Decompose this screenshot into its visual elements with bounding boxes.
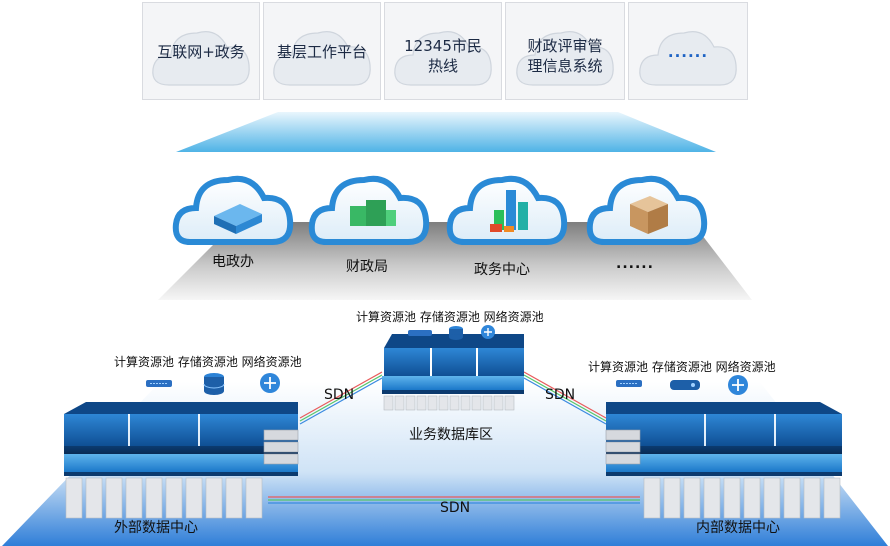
service-label: ...... <box>667 43 709 61</box>
department-cloud-4 <box>586 175 708 245</box>
service-label-line2: 热线 <box>427 57 458 75</box>
department-label-4: ...... <box>616 256 654 272</box>
department-label-2: 财政局 <box>346 259 388 275</box>
department-cloud-3 <box>446 175 568 245</box>
service-label: 基层工作平台 <box>276 43 367 61</box>
service-label: 互联网+政务 <box>157 43 245 61</box>
department-cloud-2 <box>308 175 430 245</box>
department-label-1: 电政办 <box>212 254 254 270</box>
center-storage-pool-icon <box>449 326 463 340</box>
service-tile-grassroots[interactable]: 基层工作平台 <box>263 2 381 100</box>
right-resource-pools-label: 计算资源池 存储资源池 网络资源池 <box>588 360 776 374</box>
right-datacenter-label: 内部数据中心 <box>696 520 780 536</box>
sdn-link-right <box>523 371 607 425</box>
cloud-icon <box>639 31 737 86</box>
left-compute-pool-icon <box>146 380 172 387</box>
right-compute-pool-icon <box>616 380 642 387</box>
service-label-line1: 12345市民 <box>404 37 482 55</box>
sdn-label-left: SDN <box>324 387 355 403</box>
department-cloud-1 <box>172 175 294 245</box>
left-network-pool-icon <box>260 373 280 393</box>
sdn-label-right: SDN <box>545 387 576 403</box>
center-compute-pool-icon <box>408 330 432 336</box>
box-building-icon <box>630 196 668 234</box>
left-datacenter-block <box>64 402 299 519</box>
office-building-icon <box>214 204 262 234</box>
service-label-line2: 理信息系统 <box>527 57 603 75</box>
sdn-link-left <box>299 371 383 425</box>
left-storage-pool-icon <box>203 373 225 395</box>
center-network-pool-icon <box>481 325 495 339</box>
sdn-label-bottom: SDN <box>440 500 471 516</box>
department-label-3: 政务中心 <box>474 262 530 278</box>
cloud-icon <box>273 31 371 86</box>
service-connector-band <box>176 112 716 152</box>
service-tile-finance-review[interactable]: 财政评审管 理信息系统 <box>505 2 625 100</box>
cloud-icon <box>516 31 614 86</box>
center-datacenter-label: 业务数据库区 <box>409 427 493 443</box>
left-resource-pools-label: 计算资源池 存储资源池 网络资源池 <box>114 355 302 369</box>
right-network-pool-icon <box>728 375 748 395</box>
cloud-icon <box>394 31 492 86</box>
right-datacenter-block <box>605 402 842 519</box>
center-datacenter-block <box>382 334 524 411</box>
bar-chart-icon <box>490 190 528 232</box>
sdn-link-bottom <box>268 496 640 504</box>
service-tile-hotline[interactable]: 12345市民 热线 <box>384 2 502 100</box>
left-datacenter-label: 外部数据中心 <box>114 520 198 536</box>
service-tile-more[interactable]: ...... <box>628 2 748 100</box>
center-resource-pools-label: 计算资源池 存储资源池 网络资源池 <box>356 310 544 324</box>
green-building-icon <box>350 200 396 226</box>
right-storage-pool-icon <box>670 380 700 390</box>
cloud-icon <box>152 31 250 86</box>
service-label-line1: 财政评审管 <box>527 37 603 55</box>
service-tile-internet-gov[interactable]: 互联网+政务 <box>142 2 260 100</box>
department-clouds <box>172 175 708 245</box>
